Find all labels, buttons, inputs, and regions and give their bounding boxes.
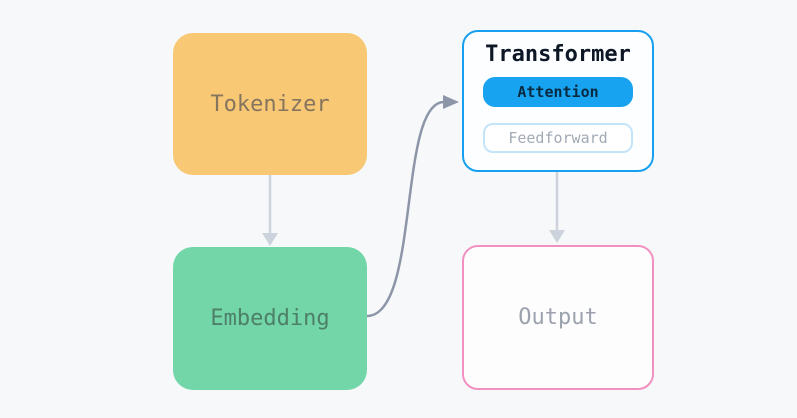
- sub-block-attention-label: Attention: [517, 83, 599, 102]
- edge-tokenizer-embedding-arrowhead: [262, 233, 278, 246]
- edge-tokenizer-embedding[interactable]: [262, 175, 278, 246]
- node-transformer-title: Transformer: [485, 42, 631, 67]
- node-tokenizer-label: Tokenizer: [210, 91, 330, 117]
- sub-block-feedforward-label: Feedforward: [508, 129, 608, 148]
- sub-block-feedforward[interactable]: Feedforward: [483, 123, 633, 154]
- edge-transformer-output[interactable]: [549, 172, 565, 243]
- edge-embedding-transformer-arrowhead: [443, 95, 459, 109]
- edge-transformer-output-arrowhead: [549, 230, 565, 243]
- node-transformer[interactable]: Transformer Attention Feedforward: [462, 30, 654, 172]
- node-tokenizer[interactable]: Tokenizer: [173, 33, 367, 175]
- node-output[interactable]: Output: [462, 245, 654, 390]
- edge-embedding-transformer-line[interactable]: [366, 100, 445, 318]
- node-embedding[interactable]: Embedding: [173, 247, 367, 390]
- sub-block-attention[interactable]: Attention: [483, 77, 633, 108]
- node-embedding-label: Embedding: [210, 306, 330, 331]
- edge-embedding-transformer[interactable]: [366, 95, 459, 318]
- node-output-label: Output: [518, 305, 598, 330]
